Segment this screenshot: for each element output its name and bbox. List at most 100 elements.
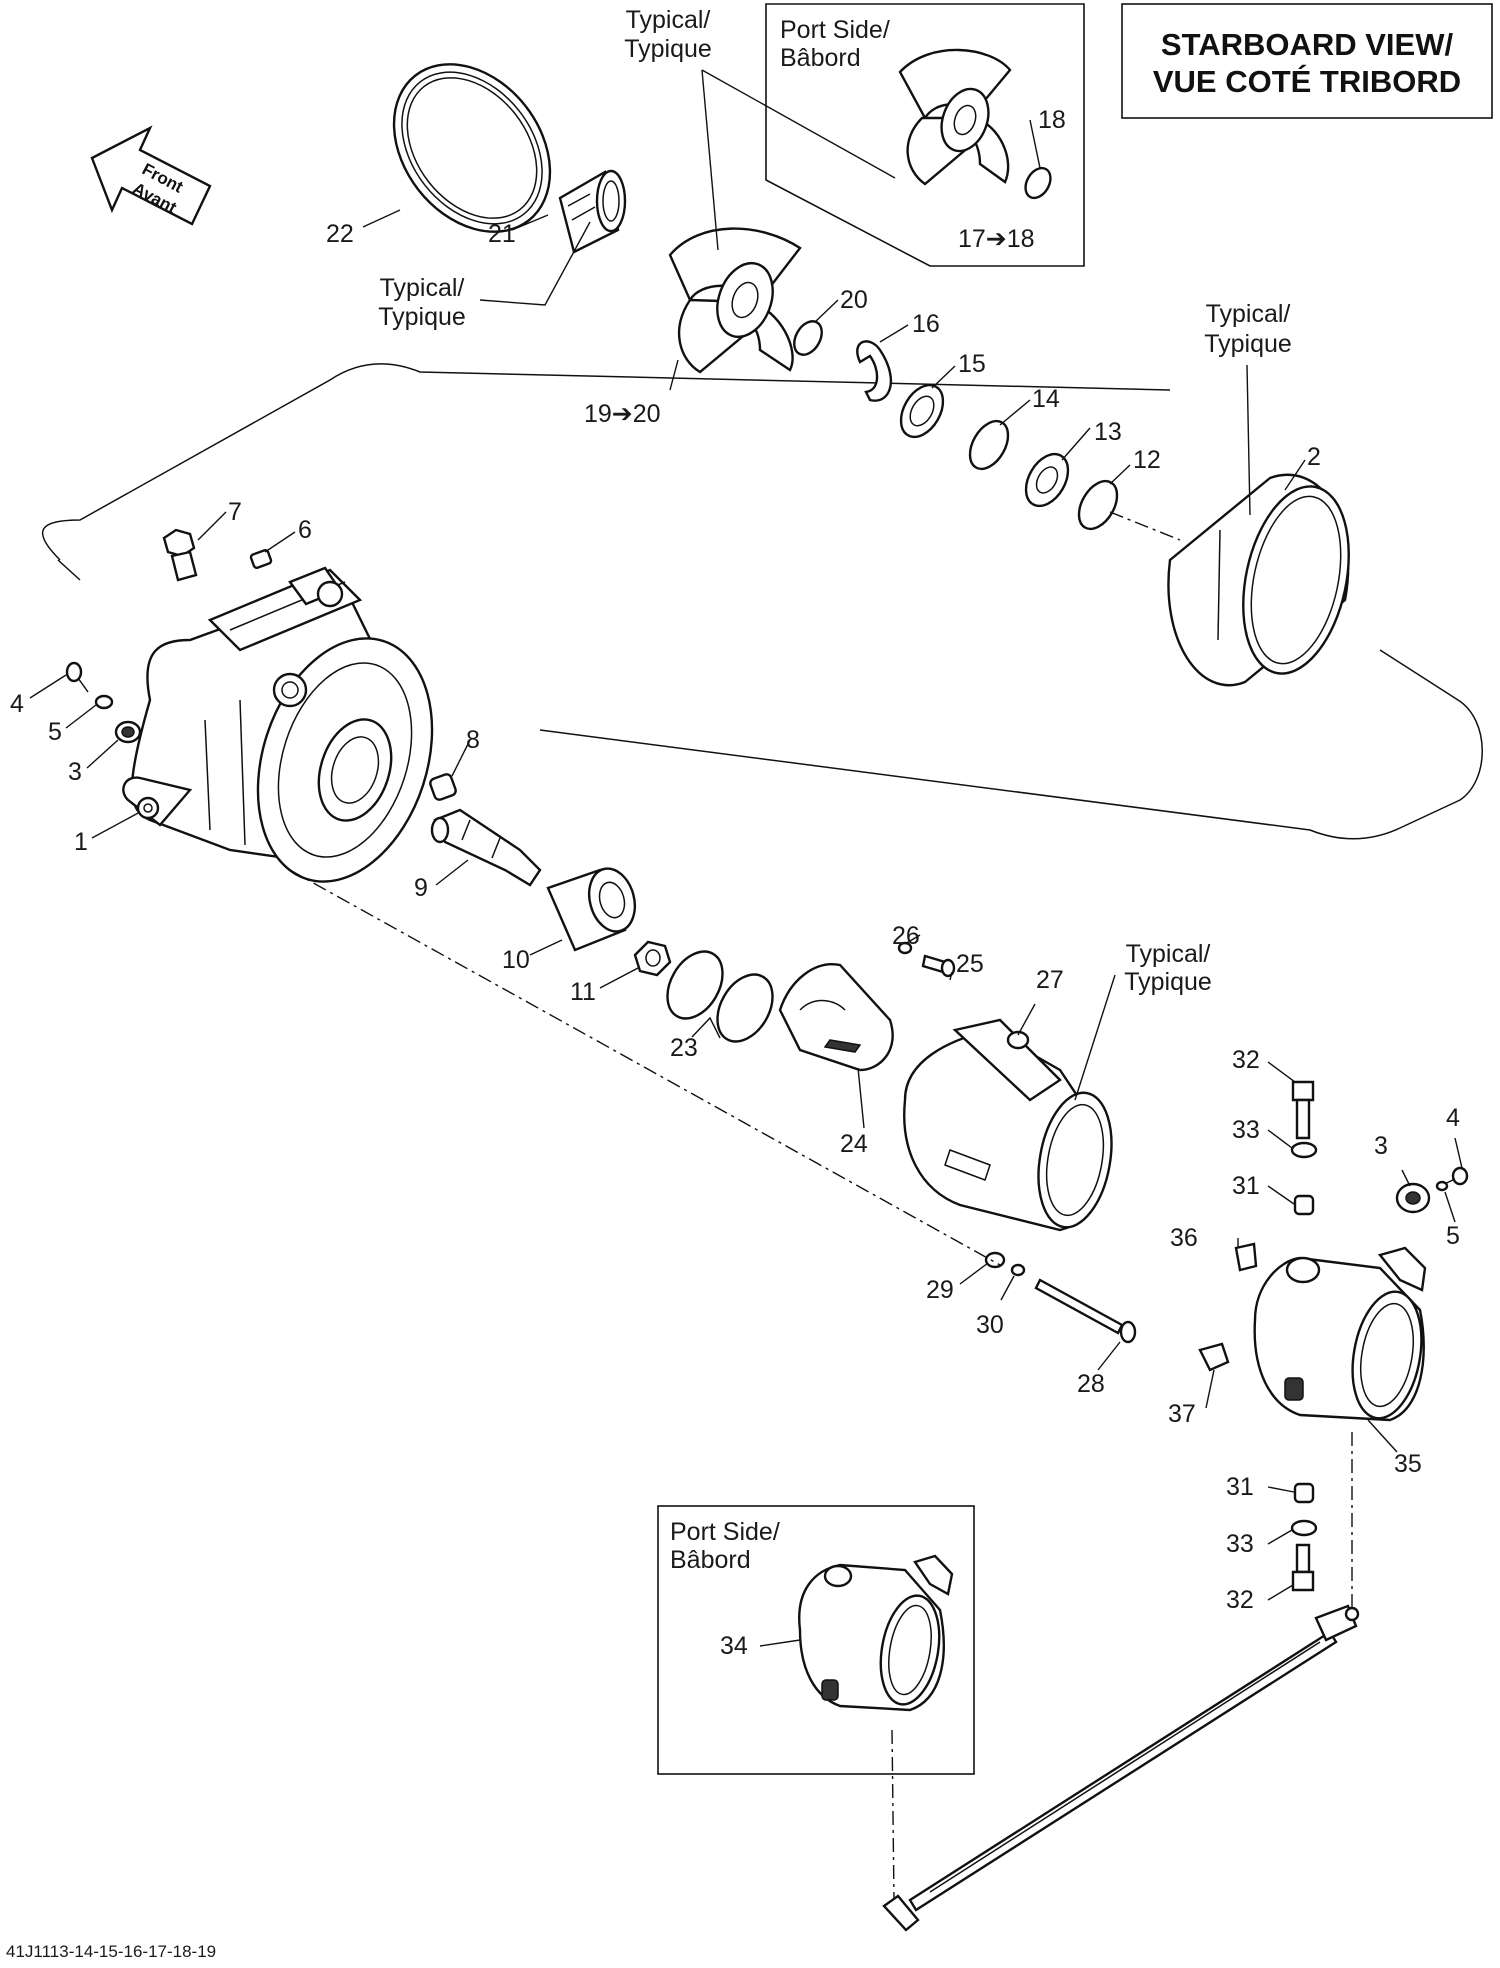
callout-32-lower: 32 xyxy=(1226,1586,1254,1614)
callout-32-upper: 32 xyxy=(1232,1046,1260,1074)
note-typical-impeller-1: Typical/ xyxy=(626,6,711,34)
part-8-bushing xyxy=(429,773,457,801)
callout-20: 20 xyxy=(840,286,868,314)
part-19-impeller xyxy=(668,227,802,374)
part-28-long-bolt xyxy=(1034,1278,1137,1344)
part-32-bolt-lower xyxy=(1291,1543,1315,1592)
part-14-o-ring xyxy=(968,419,1010,471)
part-21-sleeve xyxy=(558,169,627,254)
callout-26: 26 xyxy=(892,922,920,950)
part-5-washer-right xyxy=(1435,1180,1449,1192)
callout-14: 14 xyxy=(1032,385,1060,413)
callout-10: 10 xyxy=(502,946,530,974)
part-22-wear-ring xyxy=(392,63,552,233)
callout-19-to-20: 19➔20 xyxy=(584,400,661,428)
center-line-port xyxy=(891,1729,895,1901)
part-1-pump-housing xyxy=(122,566,434,883)
part-17-impeller-port xyxy=(898,48,1012,186)
part-16-circlip xyxy=(856,340,893,402)
part-9-shaft xyxy=(430,808,542,887)
part-32-bolt-upper xyxy=(1291,1080,1315,1140)
callout-2: 2 xyxy=(1307,443,1321,471)
part-35-steering-nozzle xyxy=(1253,1246,1427,1422)
callout-5-right: 5 xyxy=(1446,1222,1460,1250)
title-box xyxy=(1121,3,1493,119)
front-direction-arrow: Front Avant xyxy=(90,125,212,226)
part-29-washer xyxy=(984,1251,1006,1269)
callout-6: 6 xyxy=(298,516,312,544)
part-10-bearing xyxy=(546,867,637,952)
part-30-washer xyxy=(1010,1263,1026,1277)
note-typical-wear-ring-2: Typique xyxy=(1204,330,1292,358)
part-4-screw-left xyxy=(65,661,89,693)
callout-30: 30 xyxy=(976,1311,1004,1339)
part-11-nut xyxy=(633,940,672,977)
callout-28: 28 xyxy=(1077,1370,1105,1398)
part-4-screw-right xyxy=(1439,1166,1469,1187)
callout-16: 16 xyxy=(912,310,940,338)
callout-37: 37 xyxy=(1168,1400,1196,1428)
note-port-side-nozzle-2: Bâbord xyxy=(670,1546,751,1574)
title-line-1: STARBOARD VIEW/ xyxy=(1161,27,1454,62)
port-side-nozzle-box xyxy=(657,1505,975,1775)
assembly-outline-arrow xyxy=(57,559,81,581)
part-23-o-ring-b xyxy=(716,973,774,1043)
callout-31-upper: 31 xyxy=(1232,1172,1260,1200)
callout-36: 36 xyxy=(1170,1224,1198,1252)
callout-13: 13 xyxy=(1094,418,1122,446)
callout-27: 27 xyxy=(1036,966,1064,994)
callout-22: 22 xyxy=(326,220,354,248)
note-typical-sleeve-1: Typical/ xyxy=(380,274,465,302)
part-36-bushing xyxy=(1234,1242,1258,1272)
part-25-screw xyxy=(921,954,956,978)
note-typical-venturi-2: Typique xyxy=(1124,968,1212,996)
callout-34: 34 xyxy=(720,1632,748,1660)
part-37-bushing xyxy=(1198,1342,1230,1372)
note-typical-wear-ring-1: Typical/ xyxy=(1206,300,1291,328)
callout-1: 1 xyxy=(74,828,88,856)
note-typical-impeller-2: Typique xyxy=(624,35,712,63)
note-port-side-nozzle-1: Port Side/ xyxy=(670,1518,780,1546)
callout-4-left: 4 xyxy=(10,690,24,718)
leader-lines xyxy=(29,69,1463,1647)
part-7-plug xyxy=(162,528,198,582)
part-34-steering-nozzle-port xyxy=(798,1554,954,1712)
callout-25: 25 xyxy=(956,950,984,978)
callout-12: 12 xyxy=(1133,446,1161,474)
assembly-outline xyxy=(41,363,1483,840)
part-12-o-ring xyxy=(1077,479,1119,531)
callout-15: 15 xyxy=(958,350,986,378)
callout-3-right: 3 xyxy=(1374,1132,1388,1160)
callout-9: 9 xyxy=(414,874,428,902)
part-3-grommet-right xyxy=(1395,1182,1431,1214)
note-typical-sleeve-2: Typique xyxy=(378,303,466,331)
part-31-bushing-upper xyxy=(1293,1194,1315,1216)
part-33-washer-upper xyxy=(1290,1141,1318,1159)
front-arrow-icon xyxy=(90,125,212,226)
note-port-side-impeller-1: Port Side/ xyxy=(780,16,890,44)
callout-5-left: 5 xyxy=(48,718,62,746)
callout-8: 8 xyxy=(466,726,480,754)
title-line-2: VUE COTÉ TRIBORD xyxy=(1153,64,1461,99)
part-2-wear-ring xyxy=(1167,473,1350,687)
callout-31-lower: 31 xyxy=(1226,1473,1254,1501)
port-side-impeller-box xyxy=(765,3,1085,267)
callout-18-port: 18 xyxy=(1038,106,1066,134)
note-port-side-impeller-2: Bâbord xyxy=(780,44,861,72)
part-31-bushing-lower xyxy=(1293,1482,1315,1504)
callout-labels: 18 17➔18 22 21 20 16 15 14 13 12 2 19➔20… xyxy=(10,106,1460,1660)
part-18-o-ring-port xyxy=(1024,166,1052,200)
callout-21: 21 xyxy=(488,220,516,248)
note-typical-venturi-1: Typical/ xyxy=(1126,940,1211,968)
callout-23: 23 xyxy=(670,1034,698,1062)
center-line-lower xyxy=(289,869,1001,1266)
part-20-o-ring xyxy=(793,320,823,356)
part-15-seal xyxy=(899,383,945,439)
part-27-venturi xyxy=(903,1018,1113,1232)
part-23-o-ring-a xyxy=(666,950,724,1020)
part-33-washer-lower xyxy=(1290,1519,1318,1537)
callout-35: 35 xyxy=(1394,1450,1422,1478)
part-26-washer xyxy=(897,941,913,955)
callout-3-left: 3 xyxy=(68,758,82,786)
